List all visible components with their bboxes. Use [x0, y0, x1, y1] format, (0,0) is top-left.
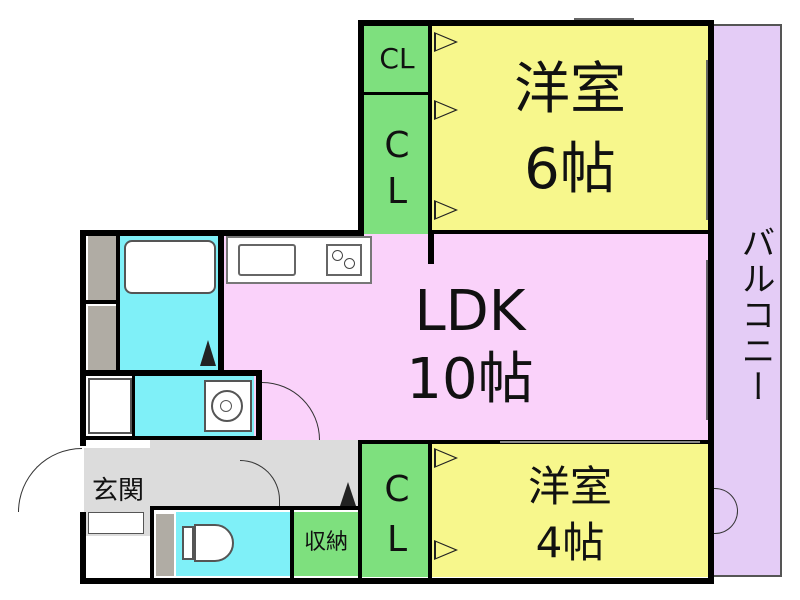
wall — [80, 512, 86, 584]
ldk-size: 10帖 — [406, 347, 534, 412]
wall — [80, 230, 362, 236]
storage — [294, 512, 358, 576]
wall — [362, 92, 430, 95]
western-room-4 — [432, 444, 712, 577]
closet-bottom — [362, 444, 432, 577]
wall — [132, 374, 135, 436]
wall — [358, 20, 714, 26]
ldk-name: LDK — [414, 279, 526, 344]
storage-label: 収納 — [303, 530, 348, 555]
wall — [428, 26, 432, 234]
kitchen-sink — [238, 244, 296, 276]
wall — [86, 370, 262, 376]
closet-door-marker — [434, 448, 458, 468]
entrance-label: 玄関 — [91, 476, 144, 506]
window — [706, 260, 708, 420]
closet-top-large-l: L — [386, 171, 408, 212]
closet-top-large-c: C — [384, 125, 410, 166]
wall — [150, 506, 154, 580]
entrance-step — [84, 536, 150, 580]
wall — [86, 300, 118, 304]
wall — [428, 444, 432, 580]
closet-door-marker — [434, 540, 458, 560]
stove-burner-2 — [344, 258, 355, 269]
bath-door-marker — [200, 340, 216, 366]
toilet-bowl — [194, 524, 234, 562]
wall — [80, 578, 714, 584]
wall — [150, 506, 362, 510]
toilet-tank — [182, 526, 194, 560]
closet-door-marker — [434, 32, 458, 52]
wall — [432, 230, 712, 234]
western-room-6-name: 洋室 — [514, 57, 626, 122]
pillar-mid — [88, 306, 116, 370]
closet-bottom-l: L — [386, 519, 408, 560]
western-room-4-name: 洋室 — [527, 462, 612, 511]
closet-door-marker — [434, 100, 458, 120]
window — [500, 441, 700, 443]
closet-top-small-label: CL — [379, 42, 415, 75]
closet-bottom-c: C — [384, 469, 410, 510]
bathtub — [124, 240, 216, 294]
washbasin-drain — [220, 400, 232, 412]
storage-door-marker — [340, 482, 356, 506]
wall — [86, 436, 262, 440]
front-door-arc — [18, 448, 82, 512]
washing-machine — [88, 378, 132, 434]
western-room-6-size: 6帖 — [524, 137, 616, 202]
wall — [358, 440, 362, 580]
western-room-4-size: 4帖 — [535, 518, 605, 567]
window — [706, 60, 708, 220]
closet-top-large — [362, 94, 432, 234]
window — [574, 18, 634, 20]
closet-top-small — [362, 24, 432, 94]
stove-burner-1 — [332, 250, 343, 261]
wall — [708, 20, 714, 580]
wall — [290, 508, 294, 580]
wall — [116, 236, 120, 372]
pillar-top — [88, 234, 116, 300]
wall — [218, 236, 224, 370]
wall — [358, 20, 364, 236]
shoe-cabinet — [88, 512, 144, 534]
wall — [256, 370, 262, 440]
wall — [428, 230, 434, 264]
toilet-pillar — [156, 514, 174, 576]
wall — [80, 230, 86, 446]
closet-door-marker — [434, 200, 458, 220]
balcony-label: バルコニー — [735, 225, 775, 405]
western-room-6 — [432, 24, 712, 234]
